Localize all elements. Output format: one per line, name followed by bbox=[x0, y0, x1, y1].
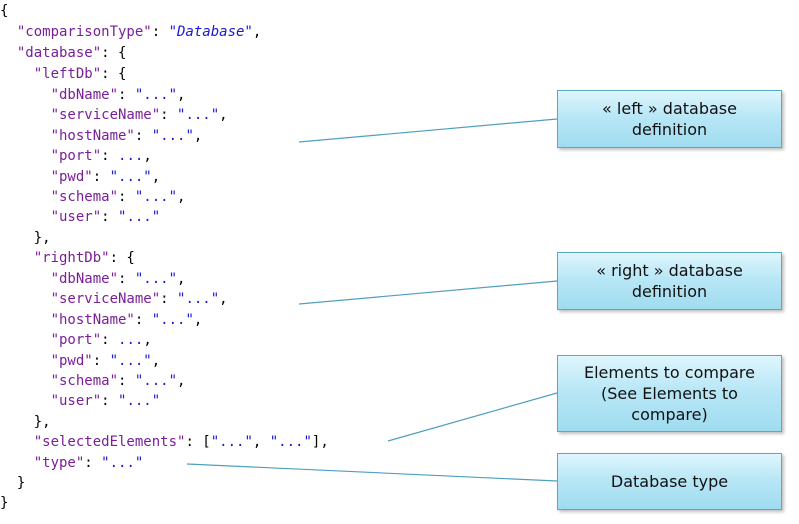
code-line-comparison-type: "comparisonType": "Database", bbox=[16, 24, 262, 40]
right-db-field: "user": "..." bbox=[50, 393, 161, 409]
left-db-field: "pwd": "...", bbox=[50, 169, 161, 185]
code-line-right-db: "rightDb": { bbox=[33, 250, 135, 266]
connector-elements bbox=[387, 392, 558, 442]
code-line-selected-elements: "selectedElements": ["...", "..."], bbox=[33, 434, 329, 450]
code-line-close-database: } bbox=[16, 475, 26, 491]
type-key: "type" bbox=[33, 455, 85, 471]
callout-elements-to-compare: Elements to compare (See Elements to com… bbox=[557, 355, 782, 432]
right-db-field: "port": ..., bbox=[50, 332, 152, 348]
type-value: "..." bbox=[101, 455, 144, 471]
code-line-open-root: { bbox=[0, 3, 9, 19]
right-db-field: "dbName": "...", bbox=[50, 271, 186, 287]
code-line-type: "type": "..." bbox=[33, 455, 144, 471]
right-db-field: "serviceName": "...", bbox=[50, 291, 228, 307]
connector-db-type bbox=[186, 463, 558, 482]
database-key: "database" bbox=[16, 45, 102, 61]
right-db-field: "schema": "...", bbox=[50, 373, 186, 389]
selected-elements-key: "selectedElements" bbox=[33, 434, 186, 450]
comparison-type-key: "comparisonType" bbox=[16, 24, 152, 40]
right-db-key: "rightDb" bbox=[33, 250, 110, 266]
left-db-key: "leftDb" bbox=[33, 66, 102, 82]
code-line-close-root: } bbox=[0, 495, 9, 511]
code-line-close-left-db: }, bbox=[33, 230, 51, 246]
left-db-field: "hostName": "...", bbox=[50, 128, 203, 144]
json-code-block: { "comparisonType": "Database", "databas… bbox=[0, 3, 329, 511]
right-db-field: "pwd": "...", bbox=[50, 353, 161, 369]
code-line-left-db: "leftDb": { bbox=[33, 66, 127, 82]
callout-right-db: « right » database definition bbox=[557, 252, 782, 310]
connector-right-db bbox=[298, 280, 558, 305]
left-db-field: "user": "..." bbox=[50, 209, 161, 225]
comparison-type-value: "Database" bbox=[168, 24, 253, 40]
callout-database-type: Database type bbox=[557, 453, 782, 510]
code-line-database: "database": { bbox=[16, 45, 127, 61]
callout-left-db: « left » database definition bbox=[557, 90, 782, 148]
left-db-field: "serviceName": "...", bbox=[50, 107, 228, 123]
right-db-field: "hostName": "...", bbox=[50, 312, 203, 328]
left-db-field: "dbName": "...", bbox=[50, 87, 186, 103]
code-line-close-right-db: }, bbox=[33, 414, 51, 430]
connector-left-db bbox=[298, 118, 558, 143]
left-db-field: "schema": "...", bbox=[50, 189, 186, 205]
left-db-field: "port": ..., bbox=[50, 148, 152, 164]
